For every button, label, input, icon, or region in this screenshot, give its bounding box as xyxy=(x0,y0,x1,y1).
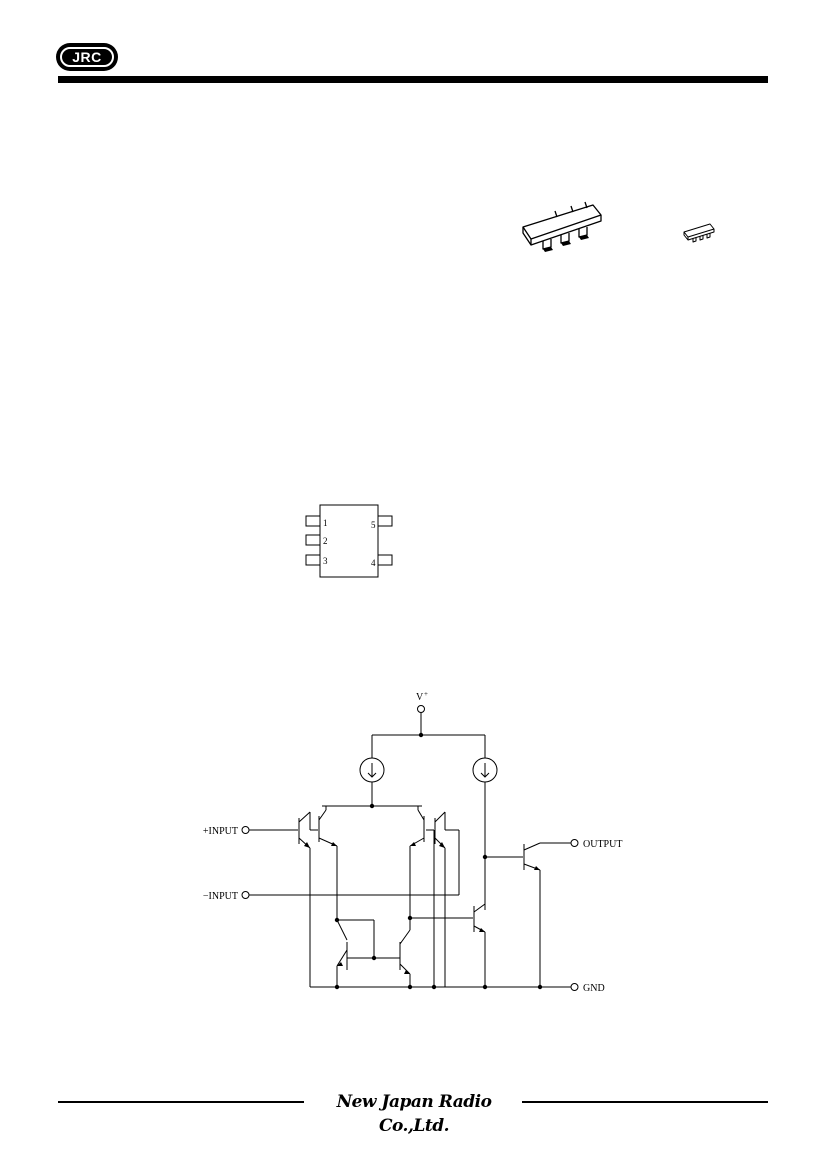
company-name: New Japan Radio Co.,Ltd. xyxy=(336,1092,492,1136)
pin-1-label: 1 xyxy=(323,518,328,528)
package-illustration-large xyxy=(522,201,602,252)
footer-rule-right xyxy=(522,1101,768,1103)
supply-label: V xyxy=(416,692,424,703)
gnd-label: GND xyxy=(583,983,605,994)
minus-input-label: −INPUT xyxy=(203,891,238,902)
pin-configuration: 1 2 3 4 5 xyxy=(305,504,393,578)
pin-3-label: 3 xyxy=(323,556,328,566)
plus-input-label: +INPUT xyxy=(203,826,238,837)
jrc-logo: JRC xyxy=(56,43,118,71)
pin-5-label: 5 xyxy=(371,520,376,530)
pin-4-label: 4 xyxy=(371,558,376,568)
equivalent-circuit: V + +INPUT −INPUT OUTPUT GND xyxy=(203,690,623,994)
supply-superscript: + xyxy=(424,690,428,698)
jrc-logo-text: JRC xyxy=(60,47,114,67)
pin-2-label: 2 xyxy=(323,536,328,546)
output-label: OUTPUT xyxy=(583,839,622,850)
header-rule xyxy=(58,76,768,83)
package-illustration-small xyxy=(683,223,715,243)
footer-rule-left xyxy=(58,1101,304,1103)
